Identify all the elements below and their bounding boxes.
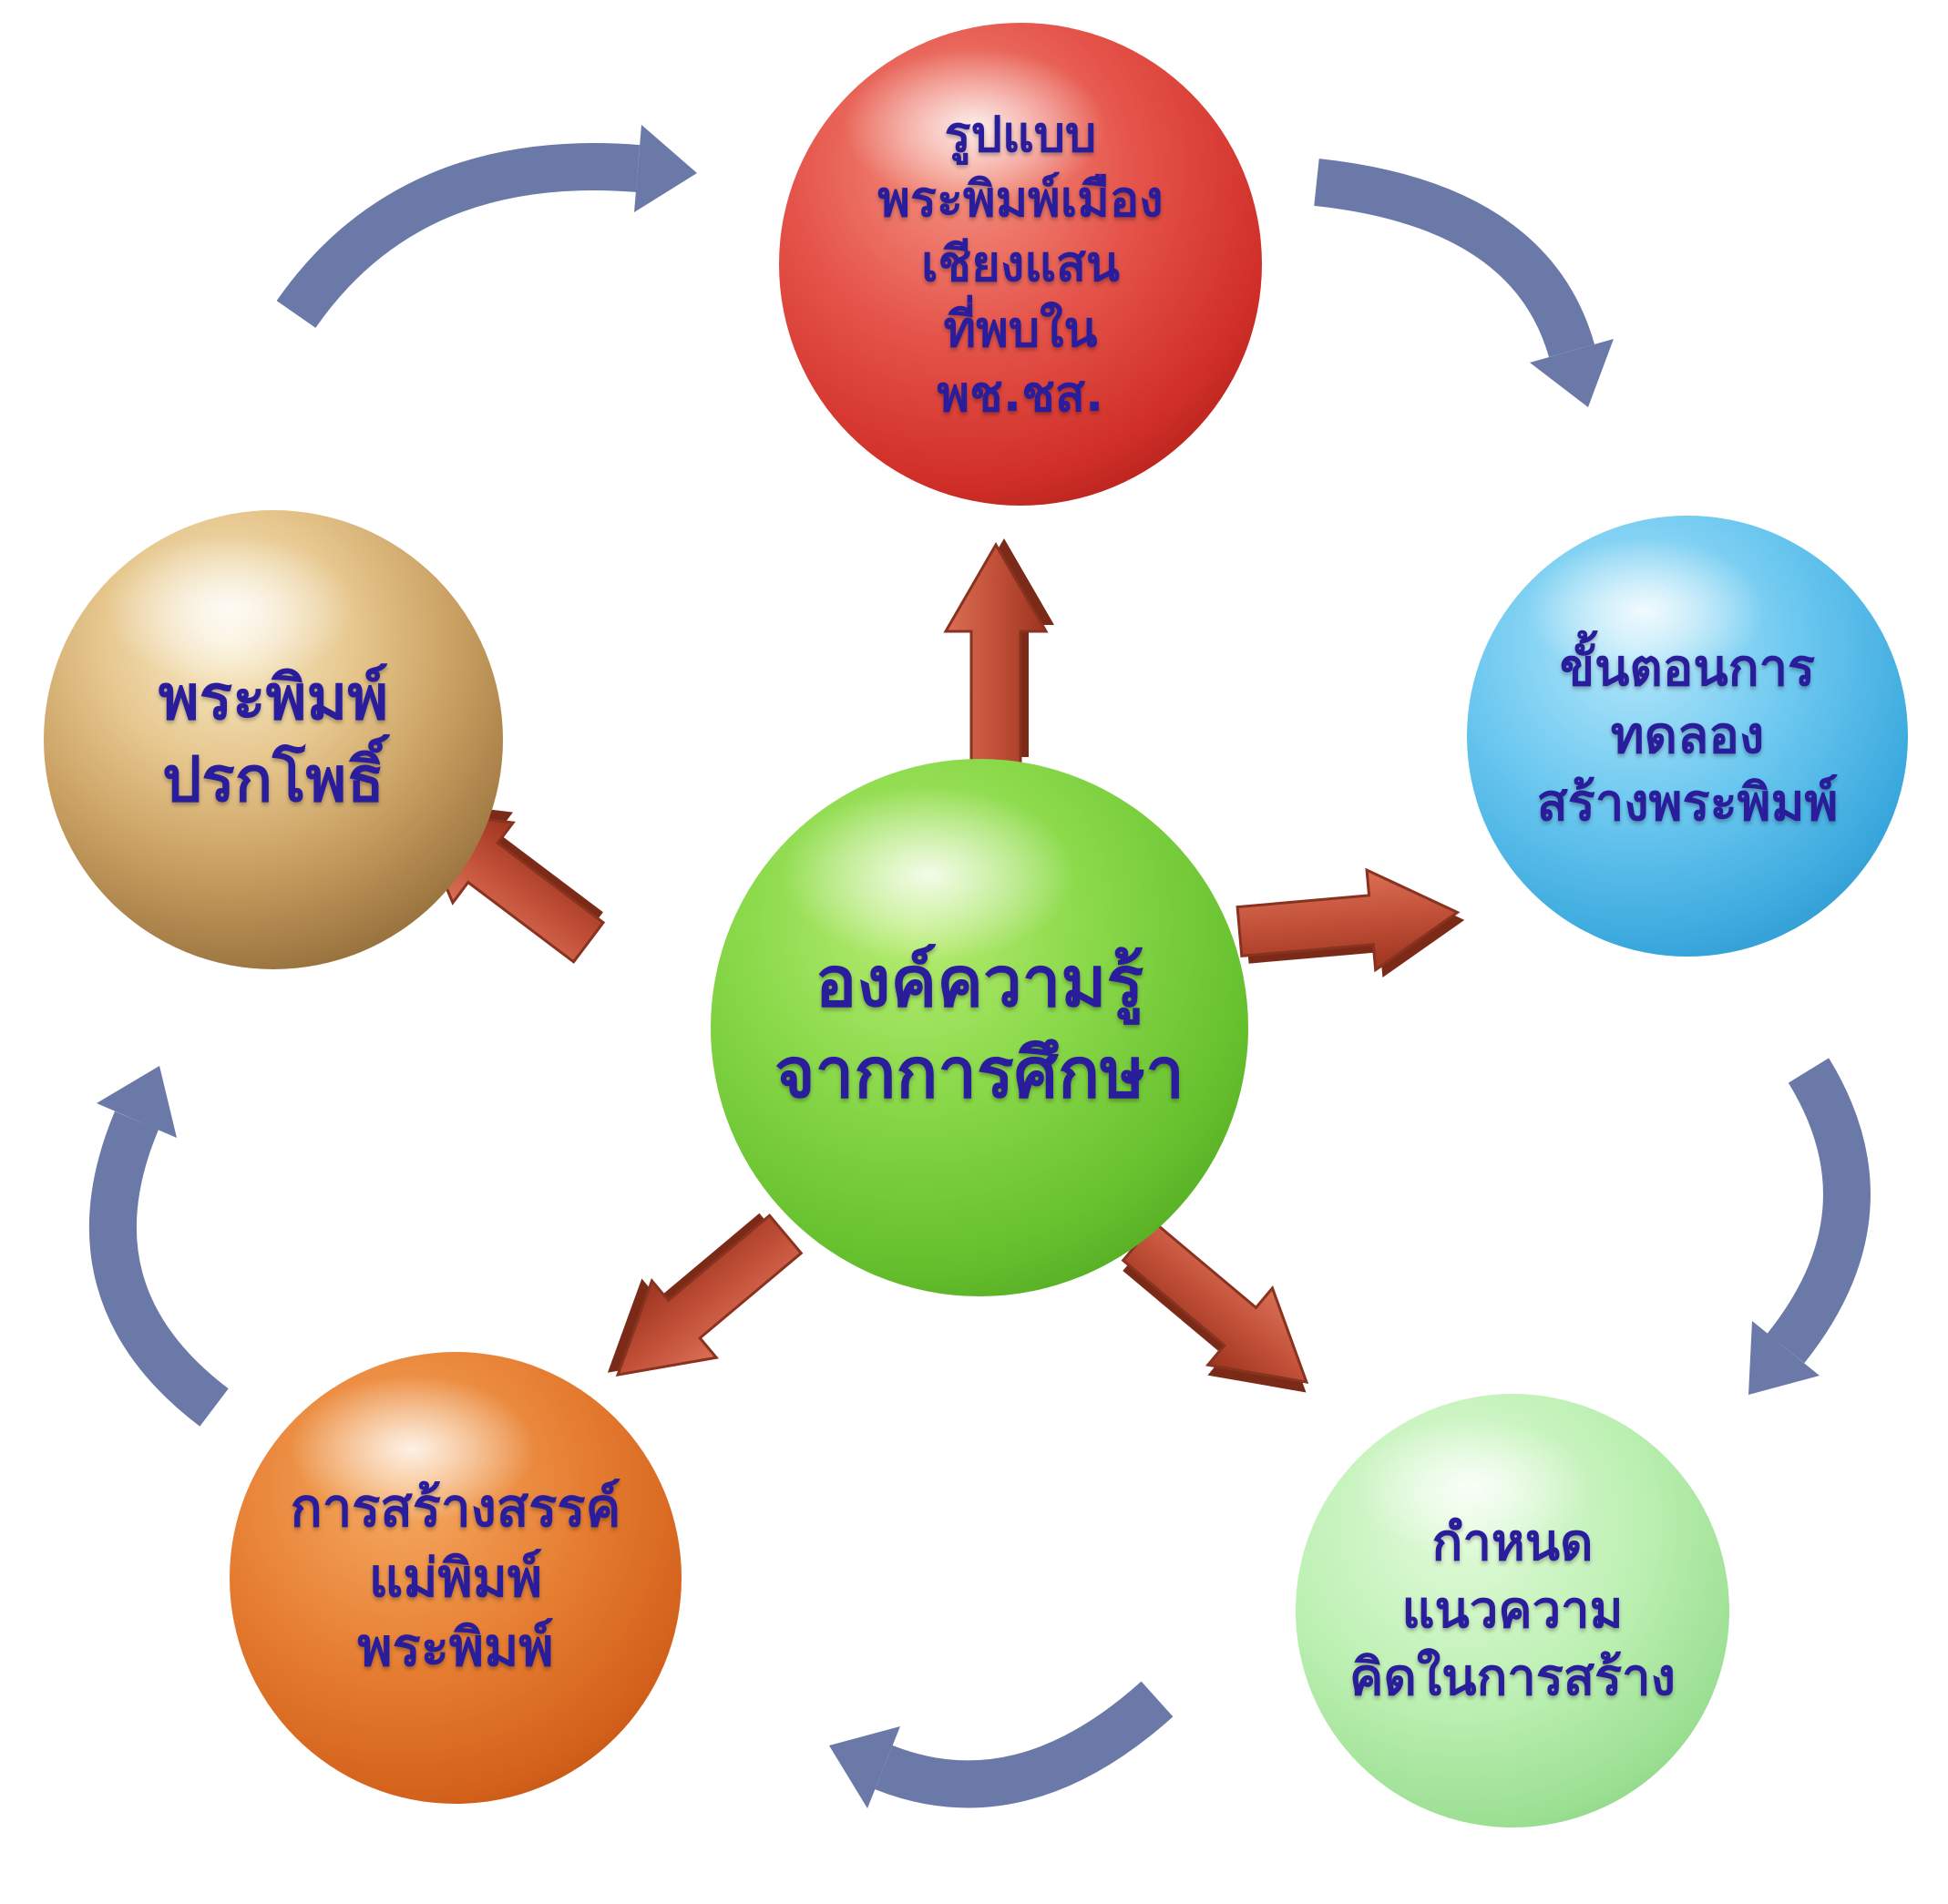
node-bottom-left: การสร้างสรรค์ แม่พิมพ์ พระพิมพ์ bbox=[230, 1352, 682, 1804]
node-line: ทดลอง bbox=[1610, 706, 1765, 766]
node-bottom-left-label: การสร้างสรรค์ แม่พิมพ์ พระพิมพ์ bbox=[272, 1473, 640, 1683]
node-bottom-right-label: กำหนด แนวความ คิดในการสร้าง bbox=[1331, 1510, 1694, 1712]
node-line: ปรกโพธิ์ bbox=[162, 744, 384, 816]
node-line: รูปแบบ bbox=[944, 105, 1097, 163]
node-line: ขั้นตอนการ bbox=[1559, 639, 1816, 699]
cycle-arrow-bottom-left-to-left-icon bbox=[89, 1066, 229, 1427]
node-line: สร้างพระพิมพ์ bbox=[1536, 773, 1839, 833]
cycle-arrow-bottom-right-to-bottom-left-icon bbox=[829, 1681, 1174, 1808]
node-line: พช.ชส. bbox=[937, 364, 1104, 423]
node-line: ที่พบใน bbox=[943, 300, 1098, 358]
radial-arrow-center-to-top-icon bbox=[944, 538, 1054, 765]
node-top: รูปแบบ พระพิมพ์เมือง เชียงแสน ที่พบใน พช… bbox=[779, 23, 1262, 506]
node-right: ขั้นตอนการ ทดลอง สร้างพระพิมพ์ bbox=[1467, 516, 1908, 957]
cycle-arrow-right-to-bottom-right-icon bbox=[1748, 1058, 1871, 1395]
node-line: พระพิมพ์เมือง bbox=[877, 170, 1164, 229]
cycle-arrow-top-to-right-icon bbox=[1314, 159, 1614, 407]
node-left: พระพิมพ์ ปรกโพธิ์ bbox=[44, 510, 503, 969]
node-right-label: ขั้นตอนการ ทดลอง สร้างพระพิมพ์ bbox=[1519, 635, 1857, 837]
node-line: การสร้างสรรค์ bbox=[290, 1477, 621, 1540]
node-line: แม่พิมพ์ bbox=[368, 1546, 543, 1609]
node-bottom-right: กำหนด แนวความ คิดในการสร้าง bbox=[1296, 1394, 1729, 1827]
node-line: แนวความ bbox=[1401, 1581, 1624, 1641]
center-node-label: องค์ความรู้ จากการศึกษา bbox=[756, 937, 1203, 1120]
node-top-label: รูปแบบ พระพิมพ์เมือง เชียงแสน ที่พบใน พช… bbox=[859, 102, 1181, 426]
cycle-arrow-left-to-top-icon bbox=[276, 125, 697, 328]
node-left-label: พระพิมพ์ ปรกโพธิ์ bbox=[140, 658, 406, 822]
node-line: พระพิมพ์ bbox=[357, 1616, 554, 1679]
node-line: เชียงแสน bbox=[921, 235, 1120, 293]
center-node: องค์ความรู้ จากการศึกษา bbox=[711, 759, 1248, 1296]
center-node-line: องค์ความรู้ bbox=[815, 940, 1144, 1022]
center-node-line: จากการศึกษา bbox=[774, 1032, 1184, 1113]
node-line: พระพิมพ์ bbox=[158, 662, 389, 735]
node-line: กำหนด bbox=[1431, 1513, 1594, 1573]
radial-arrow-center-to-bottom-left-icon bbox=[575, 1193, 819, 1415]
radial-arrow-center-to-right-icon bbox=[1234, 861, 1470, 989]
node-line: คิดในการสร้าง bbox=[1349, 1647, 1676, 1707]
